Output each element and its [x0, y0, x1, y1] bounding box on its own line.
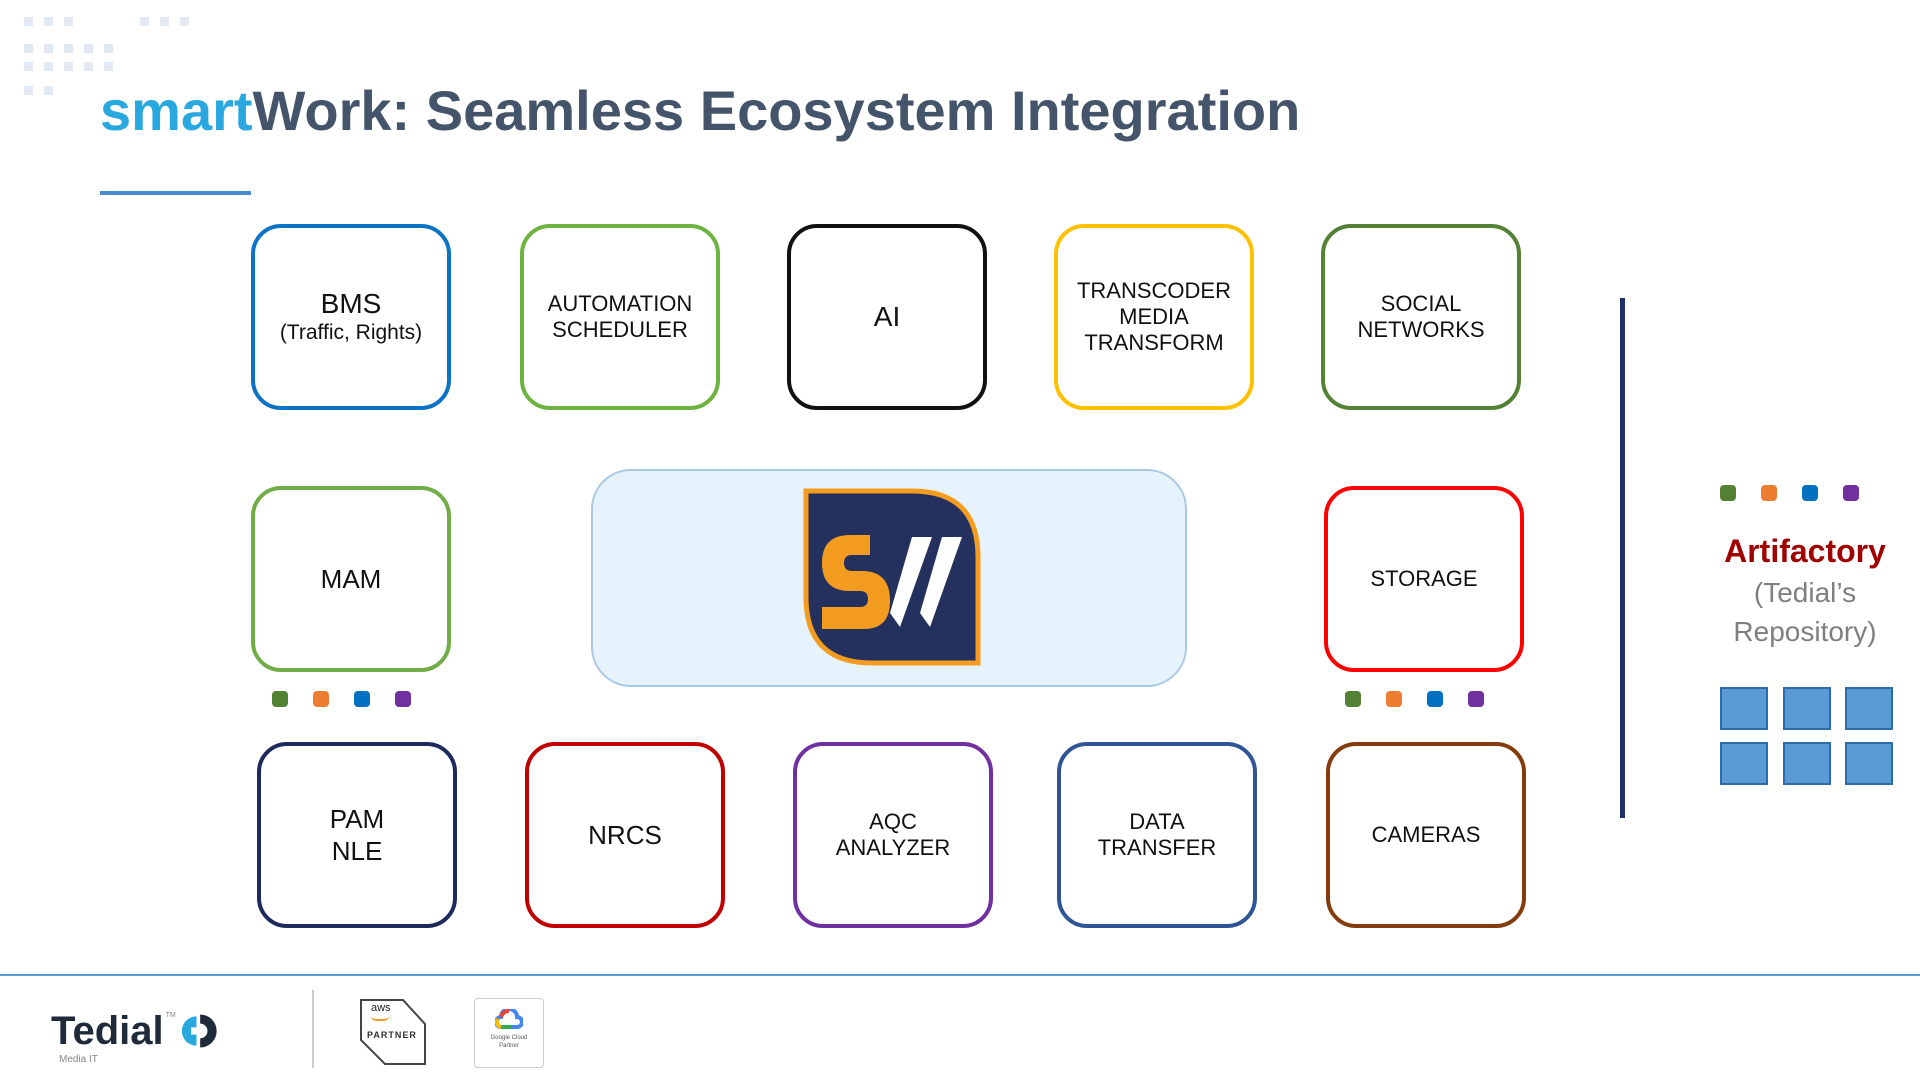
mam-label: MAM	[320, 564, 382, 594]
artifactory-sub1: (Tedial’s	[1753, 577, 1857, 608]
google-cloud-partner-badge: Google Cloud Partner	[474, 998, 544, 1068]
smartwork-logo	[803, 488, 981, 666]
transfer-line1: DATA	[1129, 809, 1185, 834]
aws-partner-label: PARTNER	[367, 1030, 417, 1040]
box-pam-nle: PAM NLE	[257, 742, 457, 928]
tedial-brand: Tedial	[51, 1009, 164, 1053]
box-aqc-analyzer: AQC ANALYZER	[793, 742, 993, 928]
box-bms: BMS (Traffic, Rights)	[251, 224, 451, 410]
tedial-tm: TM	[165, 1012, 176, 1019]
box-ai: AI	[787, 224, 987, 410]
storage-label: STORAGE	[1370, 566, 1478, 591]
nrcs-label: NRCS	[588, 820, 662, 850]
title-underline	[100, 191, 251, 195]
dot-green	[1345, 691, 1361, 707]
status-dots-right	[1345, 691, 1484, 707]
dot-blue	[1802, 485, 1818, 501]
box-cameras: CAMERAS	[1326, 742, 1526, 928]
pam-line2: NLE	[331, 836, 383, 866]
page-title: smartWork: Seamless Ecosystem Integratio…	[100, 78, 1300, 143]
transcoder-line1: TRANSCODER	[1076, 278, 1231, 303]
dot-orange	[313, 691, 329, 707]
footer-separator	[312, 990, 314, 1068]
dot-blue	[1427, 691, 1443, 707]
aqc-line2: ANALYZER	[835, 835, 951, 860]
social-line1: SOCIAL	[1380, 291, 1462, 316]
box-automation-scheduler: AUTOMATION SCHEDULER	[520, 224, 720, 410]
automation-line1: AUTOMATION	[547, 291, 693, 316]
aws-logo-text: aws	[371, 1002, 391, 1014]
dot-purple	[395, 691, 411, 707]
footer-divider	[0, 974, 1920, 976]
artifactory-title: Artifactory	[1724, 533, 1886, 569]
dot-orange	[1386, 691, 1402, 707]
aws-smile-icon	[371, 1016, 389, 1021]
dot-orange	[1761, 485, 1777, 501]
dot-purple	[1843, 485, 1859, 501]
title-rest: Work: Seamless Ecosystem Integration	[252, 79, 1301, 142]
tedial-logo: Tedial TM Media IT	[51, 1010, 224, 1066]
box-data-transfer: DATA TRANSFER	[1057, 742, 1257, 928]
title-accent: smart	[100, 79, 253, 142]
status-dots-artifactory	[1720, 485, 1859, 501]
ai-label: AI	[873, 301, 901, 332]
tedial-mark-icon	[181, 1014, 217, 1048]
aws-partner-badge: aws PARTNER	[359, 998, 427, 1066]
aqc-line1: AQC	[869, 809, 917, 834]
cameras-label: CAMERAS	[1371, 822, 1481, 847]
separator-line	[1620, 298, 1625, 818]
status-dots-left	[272, 691, 411, 707]
dot-purple	[1468, 691, 1484, 707]
social-line2: NETWORKS	[1357, 317, 1485, 342]
google-cloud-icon	[494, 1007, 524, 1029]
bms-sublabel: (Traffic, Rights)	[279, 321, 423, 344]
dot-green	[272, 691, 288, 707]
transfer-line2: TRANSFER	[1097, 835, 1217, 860]
dot-blue	[354, 691, 370, 707]
transcoder-line3: TRANSFORM	[1084, 330, 1224, 355]
bms-label: BMS	[320, 288, 382, 319]
pam-line1: PAM	[329, 804, 385, 834]
transcoder-line2: MEDIA	[1119, 304, 1189, 329]
box-social-networks: SOCIAL NETWORKS	[1321, 224, 1521, 410]
tedial-tagline: Media IT	[59, 1054, 98, 1065]
gc-line1: Google Cloud	[490, 1035, 528, 1041]
box-mam: MAM	[251, 486, 451, 672]
gc-line2: Partner	[499, 1043, 519, 1049]
automation-line2: SCHEDULER	[552, 317, 688, 342]
artifactory-sub2: Repository)	[1733, 616, 1877, 647]
box-storage: STORAGE	[1324, 486, 1524, 672]
box-nrcs: NRCS	[525, 742, 725, 928]
box-transcoder: TRANSCODER MEDIA TRANSFORM	[1054, 224, 1254, 410]
dot-green	[1720, 485, 1736, 501]
